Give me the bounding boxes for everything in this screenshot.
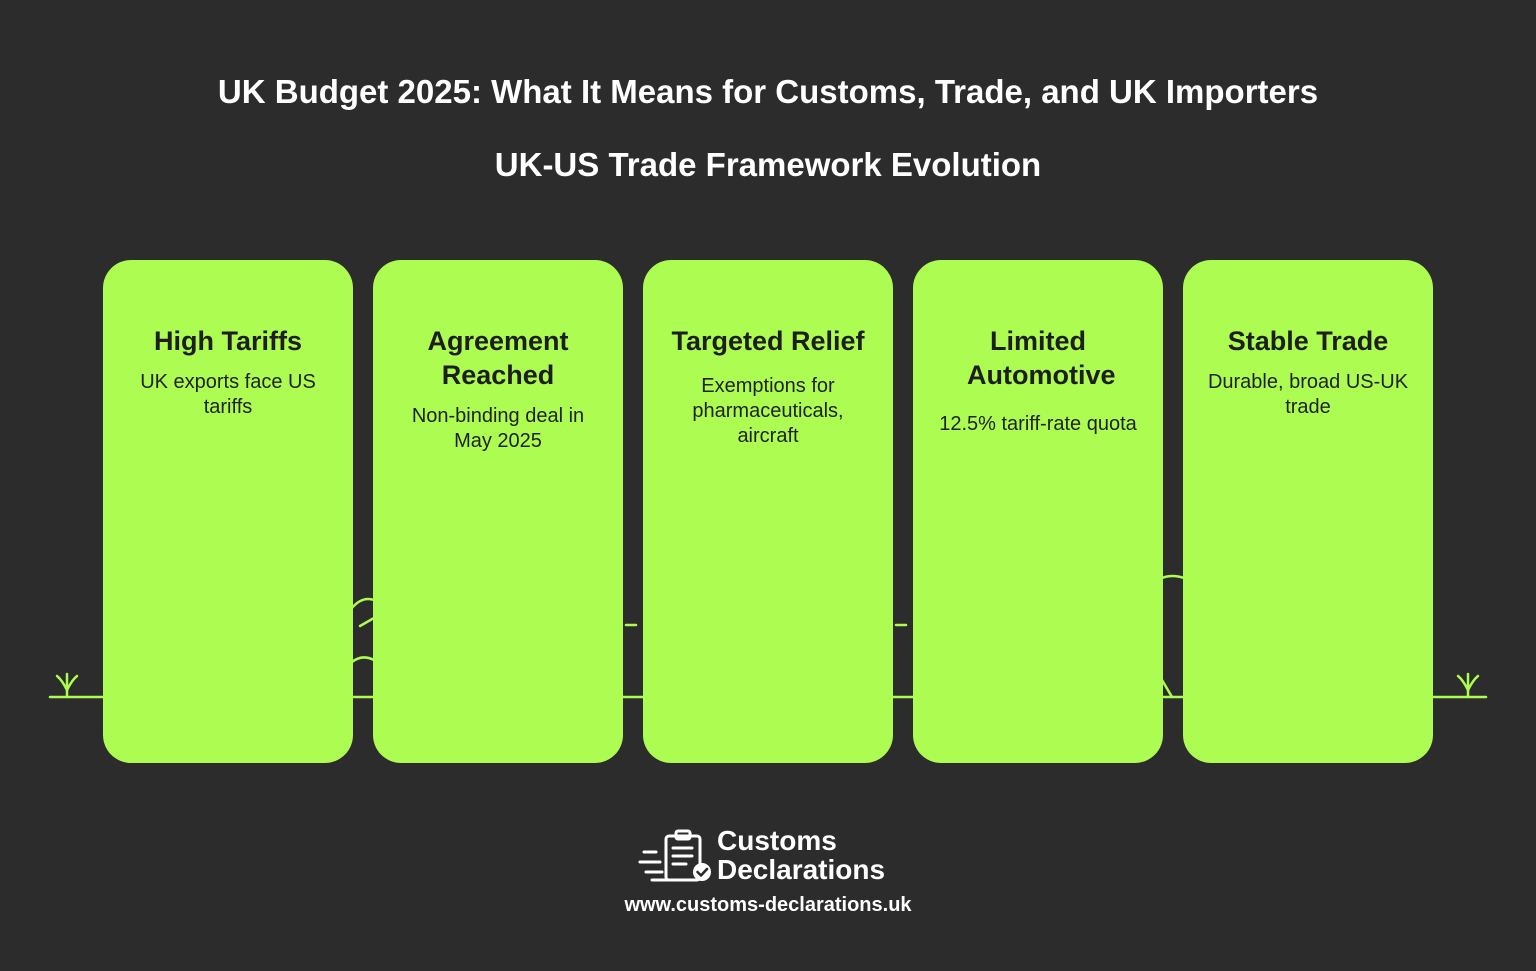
stage-description: Durable, broad US-UK trade	[1207, 371, 1409, 418]
hill-stroke	[358, 616, 376, 628]
brand-name: Customs Declarations	[717, 826, 885, 884]
hill-stroke	[1160, 678, 1174, 699]
stage-card-limited-automotive: Limited Automotive 12.5% tariff-rate quo…	[913, 260, 1163, 763]
stage-title: Stable Trade	[1227, 326, 1389, 356]
clipboard-check-icon	[638, 829, 711, 882]
section-subtitle: UK-US Trade Framework Evolution	[494, 146, 1042, 183]
stage-card-stable-trade: Stable Trade Durable, broad US-UK trade	[1183, 260, 1433, 763]
stage-title: Limited Automotive	[967, 326, 1116, 390]
stage-title: High Tariffs	[154, 326, 302, 356]
stage-description: Non-binding deal in May 2025	[411, 405, 585, 452]
stage-title: Agreement Reached	[427, 326, 569, 390]
grass-sprout-left-icon	[55, 672, 79, 699]
website-url: www.customs-declarations.uk	[624, 894, 912, 916]
brand-name-line2: Declarations	[717, 854, 886, 885]
hill-stroke	[350, 656, 376, 664]
stage-description: Exemptions for pharmaceuticals, aircraft	[692, 375, 844, 447]
brand-name-line1: Customs	[717, 825, 837, 856]
hill-stroke	[350, 597, 376, 610]
grass-sprout-right-icon	[1456, 672, 1480, 699]
stage-card-agreement-reached: Agreement Reached Non-binding deal in Ma…	[373, 260, 623, 763]
stage-title: Targeted Relief	[671, 326, 865, 356]
page-title: UK Budget 2025: What It Means for Custom…	[217, 73, 1319, 110]
brand-logo: Customs Declarations	[638, 826, 898, 886]
hill-stroke	[1160, 574, 1186, 580]
stage-description: 12.5% tariff-rate quota	[939, 413, 1137, 435]
stage-description: UK exports face US tariffs	[140, 371, 316, 418]
stage-card-targeted-relief: Targeted Relief Exemptions for pharmaceu…	[643, 260, 893, 763]
stage-card-high-tariffs: High Tariffs UK exports face US tariffs	[103, 260, 353, 763]
